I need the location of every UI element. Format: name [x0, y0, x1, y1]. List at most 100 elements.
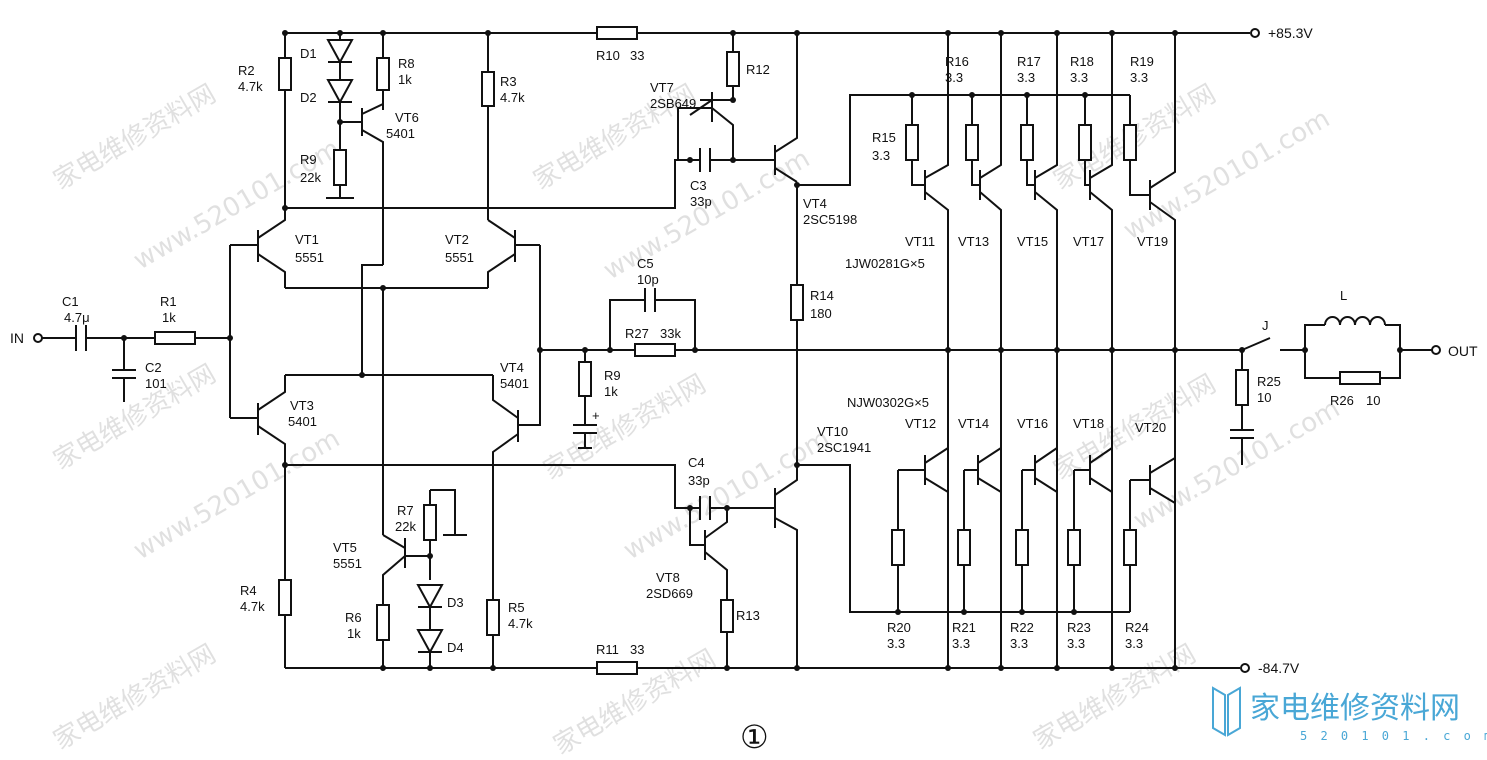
r11-resistor: [596, 661, 638, 675]
r16-label: R16: [945, 54, 969, 69]
r15-label: R15: [872, 130, 896, 145]
r11-value: 33: [630, 642, 644, 657]
pnp-column-2: VT14 R21 3.3: [952, 416, 1002, 651]
vt6-part: 5401: [386, 126, 415, 141]
vt4b-part: 2SC5198: [803, 212, 857, 227]
r7-value: 22k: [395, 519, 416, 534]
c4-value: 33p: [688, 473, 710, 488]
vt10-part: 2SC1941: [817, 440, 871, 455]
svg-text:家电维修资料网: 家电维修资料网: [49, 359, 222, 476]
r23-value: 3.3: [1067, 636, 1085, 651]
d4-label: D4: [447, 640, 464, 655]
r20-label: R20: [887, 620, 911, 635]
vt3-label: VT3: [290, 398, 314, 413]
d1-label: D1: [300, 46, 317, 61]
negative-rail-label: -84.7V: [1258, 660, 1300, 676]
r3-label: R3: [500, 74, 517, 89]
r14-resistor: [790, 284, 804, 321]
npn-column-1: VT11: [905, 30, 951, 668]
npn-column-5: VT19: [1123, 30, 1178, 668]
vt4a-label: VT4: [500, 360, 524, 375]
vt7-part: 2SB649: [650, 96, 696, 111]
bias-network-bottom: VT5 5551 R7 22k D3 D4 R6 1k: [333, 489, 496, 671]
c5-value: 10p: [637, 272, 659, 287]
vt17-label: VT17: [1073, 234, 1104, 249]
r21-label: R21: [952, 620, 976, 635]
r22-value: 3.3: [1010, 636, 1028, 651]
r17-value: 3.3: [1017, 70, 1035, 85]
r5-value: 4.7k: [508, 616, 533, 631]
svg-text:www.520101.com: www.520101.com: [619, 424, 836, 566]
input-label: IN: [10, 330, 24, 346]
r22-label: R22: [1010, 620, 1034, 635]
pnp-group-label: NJW0302G×5: [847, 395, 929, 410]
positive-rail-label: +85.3V: [1268, 25, 1313, 41]
vt20-label: VT20: [1135, 420, 1166, 435]
r3-value: 4.7k: [500, 90, 525, 105]
r18-value: 3.3: [1070, 70, 1088, 85]
pnp-column-3: VT16 R22 3.3: [1010, 416, 1058, 651]
d2-label: D2: [300, 90, 317, 105]
driver-stage-top: R10 33 R12 VT7 2SB649 C3 33p VT4 2SC5198…: [596, 26, 1130, 465]
vt13-label: VT13: [958, 234, 989, 249]
r26-value: 10: [1366, 393, 1380, 408]
svg-text:5 2 0 1 0 1 . c o m: 5 2 0 1 0 1 . c o m: [1300, 729, 1487, 743]
r6-label: R6: [345, 610, 362, 625]
pnp-column-1: VT12 R20 3.3: [887, 416, 949, 651]
vt7-label: VT7: [650, 80, 674, 95]
r1-label: R1: [160, 294, 177, 309]
npn-column-2: VT13: [958, 30, 1004, 668]
vt1-part: 5551: [295, 250, 324, 265]
c1-value: 4.7μ: [64, 310, 90, 325]
positive-terminal: [1250, 28, 1260, 38]
r15-value: 3.3: [872, 148, 890, 163]
c3-value: 33p: [690, 194, 712, 209]
vt19-label: VT19: [1137, 234, 1168, 249]
input-terminal: [33, 333, 43, 343]
svg-text:www.520101.com: www.520101.com: [599, 144, 816, 286]
vt15-label: VT15: [1017, 234, 1048, 249]
output-npn-bank: R16 3.3 R17 3.3 R18 3.3 R19 3.3 R15 3.3 …: [845, 30, 1178, 668]
r4-value: 4.7k: [240, 599, 265, 614]
svg-text:家电维修资料网: 家电维修资料网: [49, 79, 222, 196]
vt8-part: 2SD669: [646, 586, 693, 601]
r10-label: R10: [596, 48, 620, 63]
negative-terminal: [1240, 663, 1250, 673]
pnp-column-5: VT20 R24 3.3: [1123, 420, 1176, 651]
r9-bottom-label: R9: [604, 368, 621, 383]
r19-value: 3.3: [1130, 70, 1148, 85]
vt10-label: VT10: [817, 424, 848, 439]
r9-bottom-resistor: [578, 361, 592, 397]
r25-resistor: [1235, 369, 1249, 406]
inductor-label: L: [1340, 288, 1347, 303]
vt3-part: 5401: [288, 414, 317, 429]
output-terminal: [1431, 345, 1441, 355]
r13-label: R13: [736, 608, 760, 623]
site-logo: 家电维修资料网 5 2 0 1 0 1 . c o m: [1212, 686, 1487, 743]
r17-label: R17: [1017, 54, 1041, 69]
r5-label: R5: [508, 600, 525, 615]
svg-text:家电维修资料网: 家电维修资料网: [539, 369, 712, 486]
r8-resistor: [376, 57, 390, 91]
svg-text:www.520101.com: www.520101.com: [129, 424, 346, 566]
r16-value: 3.3: [945, 70, 963, 85]
r20-value: 3.3: [887, 636, 905, 651]
r14-value: 180: [810, 306, 832, 321]
driver-stage-bottom: VT10 2SC1941 C4 33p VT8 2SD669 R13 R11 3…: [596, 424, 1130, 675]
input-differential-pair: VT1 5551 R3 4.7k VT2 5551: [230, 30, 541, 535]
r25-value: 10: [1257, 390, 1271, 405]
r27-label: R27: [625, 326, 649, 341]
r1-value: 1k: [162, 310, 176, 325]
r5-resistor: [486, 599, 500, 636]
vt12-label: VT12: [905, 416, 936, 431]
vt14-label: VT14: [958, 416, 989, 431]
r14-label: R14: [810, 288, 834, 303]
input-stage: IN C1 4.7μ R1 1k C2 101: [10, 245, 233, 418]
d3-label: D3: [447, 595, 464, 610]
c2-label: C2: [145, 360, 162, 375]
vt5-label: VT5: [333, 540, 357, 555]
feedback-network: R27 33k C5 10p R9 1k +: [537, 256, 1175, 449]
r21-value: 3.3: [952, 636, 970, 651]
r4-label: R4: [240, 583, 257, 598]
output-network: J R25 10 L R26 10 OUT: [1175, 288, 1478, 465]
